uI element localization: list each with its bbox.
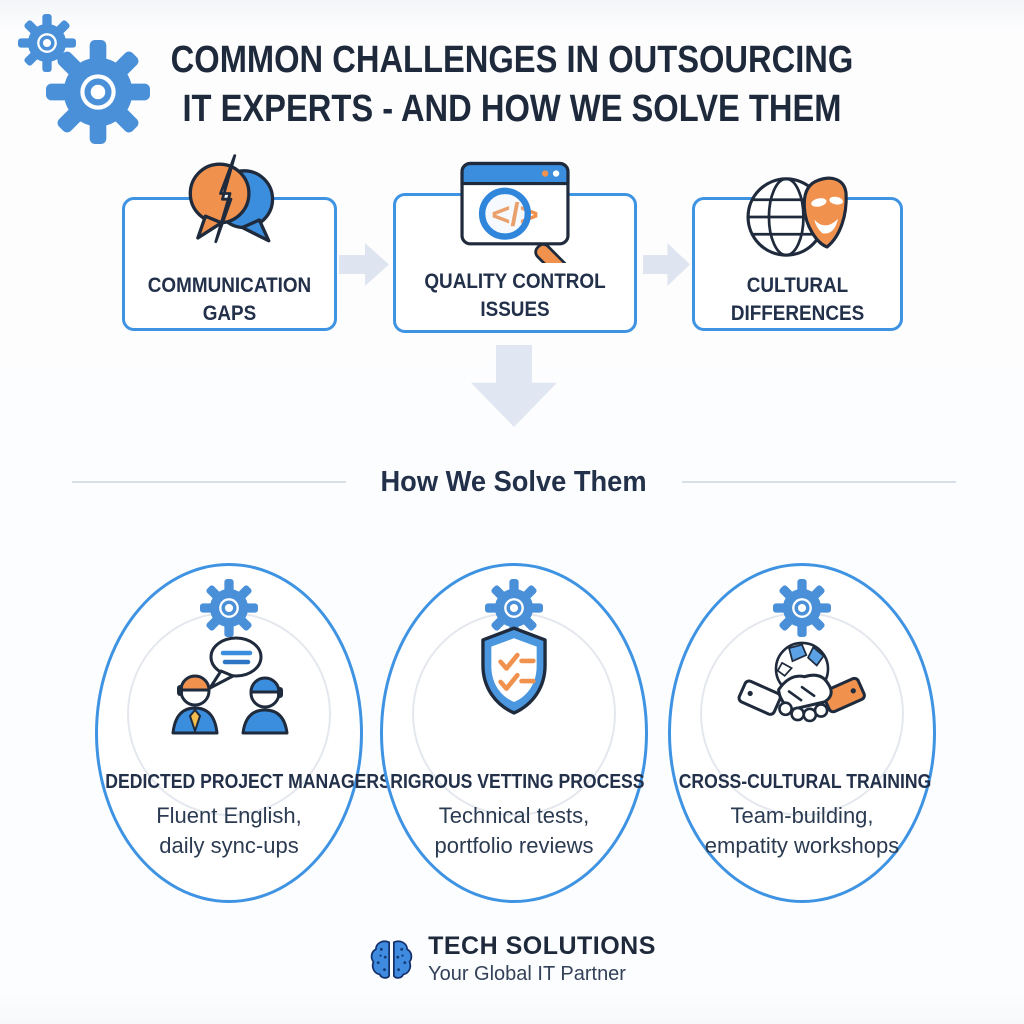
solution-title: DEDICTED PROJECT MANAGERS — [105, 771, 391, 793]
challenge-card-communication-gaps: COMMUNICATION GAPS — [122, 154, 337, 331]
solution-subtitle-line1: Technical tests, — [438, 803, 590, 828]
solutions-heading: How We Solve Them — [380, 465, 648, 498]
footer-tagline: Your Global IT Partner — [428, 963, 626, 985]
code-inspection-magnifier-icon: </> — [460, 161, 570, 263]
handshake-globe-icon — [737, 641, 866, 723]
broken-speech-bubbles-icon — [188, 154, 274, 244]
solution-subtitle-line2: portfolio reviews — [434, 833, 594, 858]
brain-logo-icon — [370, 939, 413, 979]
solution-oval-project-managers: DEDICTED PROJECT MANAGERS Fluent English… — [95, 563, 391, 903]
challenge-label-line2: GAPS — [202, 302, 257, 325]
solution-title: RIGROUS VETTING PROCESS — [390, 771, 645, 793]
solution-subtitle: Team-building, empatity workshops — [671, 801, 933, 861]
vetting-shield-checklist-icon — [481, 626, 547, 715]
divider-line-left — [72, 481, 347, 483]
page-title: COMMON CHALLENGES IN OUTSOURCING IT EXPE… — [0, 36, 1024, 134]
flow-arrow-right-icon — [643, 243, 690, 286]
challenge-label-line1: COMMUNICATION — [147, 274, 312, 297]
challenge-label: COMMUNICATION GAPS — [125, 272, 334, 328]
solution-oval-cross-cultural-training: CROSS-CULTURAL TRAINING Team-building, e… — [668, 563, 936, 903]
globe-theater-mask-icon — [745, 176, 848, 257]
challenge-label-line2: DIFFERENCES — [730, 302, 865, 325]
footer-text: TECH SOLUTIONS Your Global IT Partner — [428, 932, 656, 986]
solution-subtitle-line2: daily sync-ups — [159, 833, 299, 858]
challenge-card-cultural-differences: CULTURAL DIFFERENCES — [692, 176, 903, 331]
flow-arrow-right-icon — [339, 243, 389, 286]
solution-subtitle: Technical tests, portfolio reviews — [383, 801, 645, 861]
solutions-divider: How We Solve Them — [72, 464, 957, 500]
challenge-card-quality-control: </> QUALITY CONTROL ISSUES — [393, 161, 637, 333]
challenge-label: QUALITY CONTROL ISSUES — [396, 268, 634, 324]
divider-line-right — [681, 481, 957, 483]
page-title-line2: IT EXPERTS - AND HOW WE SOLVE THEM — [182, 88, 842, 130]
gear-icon — [773, 579, 831, 637]
page-title-line1: COMMON CHALLENGES IN OUTSOURCING — [170, 39, 854, 81]
solution-subtitle-line2: empatity workshops — [704, 833, 900, 858]
solution-subtitle-line1: Team-building, — [730, 803, 874, 828]
challenge-label-line1: QUALITY CONTROL — [424, 270, 606, 293]
project-managers-conversation-icon — [171, 636, 289, 735]
footer-brand-name: TECH SOLUTIONS — [428, 932, 656, 960]
flow-arrow-down-icon — [471, 345, 557, 427]
solution-subtitle: Fluent English, daily sync-ups — [98, 801, 360, 861]
solution-title: CROSS-CULTURAL TRAINING — [678, 771, 932, 793]
challenge-label-line1: CULTURAL — [746, 274, 849, 297]
gear-icon — [200, 579, 258, 637]
solution-subtitle-line1: Fluent English, — [156, 803, 302, 828]
solution-oval-vetting-process: RIGROUS VETTING PROCESS Technical tests,… — [380, 563, 648, 903]
challenge-label: CULTURAL DIFFERENCES — [695, 272, 900, 328]
footer-brand-block: TECH SOLUTIONS Your Global IT Partner — [0, 932, 1024, 986]
challenge-label-line2: ISSUES — [480, 298, 550, 321]
